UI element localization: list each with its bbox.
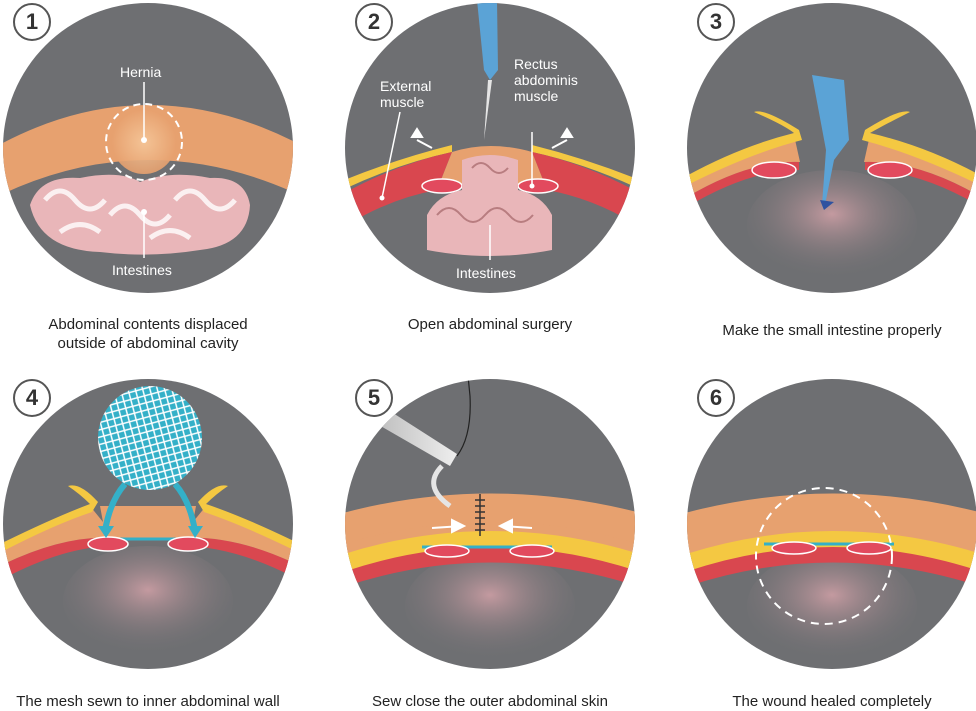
step-number-badge: 2 — [355, 3, 393, 41]
step-3-illustration — [687, 3, 976, 293]
step-caption: Sew close the outer abdominal skin — [372, 693, 608, 710]
step-number-badge: 1 — [13, 3, 51, 41]
step-6-illustration — [687, 379, 976, 669]
step-1-panel: 1 Hernia Intestines Abdominal contents d… — [0, 0, 300, 360]
step-caption: Make the small intestine properly — [722, 322, 942, 339]
step-4-panel: 4 The mesh sewn to inner abdominal wall — [0, 376, 300, 711]
step-1-illustration — [3, 3, 293, 293]
step-5-panel: 5 Sew close the outer abdominal skin — [342, 376, 642, 711]
step-2-panel: 2 External muscle Rectus abdominis muscl… — [342, 0, 642, 360]
step-number-badge: 5 — [355, 379, 393, 417]
label-line: muscle — [380, 94, 425, 110]
label-line: abdominis — [514, 72, 578, 88]
step-number-badge: 3 — [697, 3, 735, 41]
step-caption: Abdominal contents displaced outside of … — [0, 315, 308, 353]
label-line: muscle — [514, 88, 559, 104]
step-4-illustration — [3, 379, 293, 669]
step-6-panel: 6 The wound healed completely — [684, 376, 976, 711]
step-3-panel: 3 Make the small intestine properly — [684, 0, 976, 360]
intestines-label: Intestines — [112, 262, 172, 278]
label-line: Rectus — [514, 56, 558, 72]
caption-line: outside of abdominal cavity — [57, 335, 239, 352]
step-caption: The mesh sewn to inner abdominal wall — [16, 693, 280, 710]
hernia-label: Hernia — [120, 64, 162, 80]
step-caption: Open abdominal surgery — [407, 316, 573, 333]
external-muscle-label: External muscle — [380, 78, 431, 110]
step-caption: The wound healed completely — [732, 693, 932, 710]
step-number-badge: 6 — [697, 379, 735, 417]
intestines-label: Intestines — [456, 265, 516, 281]
caption-line: Abdominal contents displaced — [48, 316, 248, 333]
rectus-abdominis-label: Rectus abdominis muscle — [514, 56, 578, 104]
label-line: External — [380, 78, 432, 94]
step-5-illustration — [345, 379, 635, 669]
step-2-illustration — [345, 3, 635, 293]
step-number-badge: 4 — [13, 379, 51, 417]
